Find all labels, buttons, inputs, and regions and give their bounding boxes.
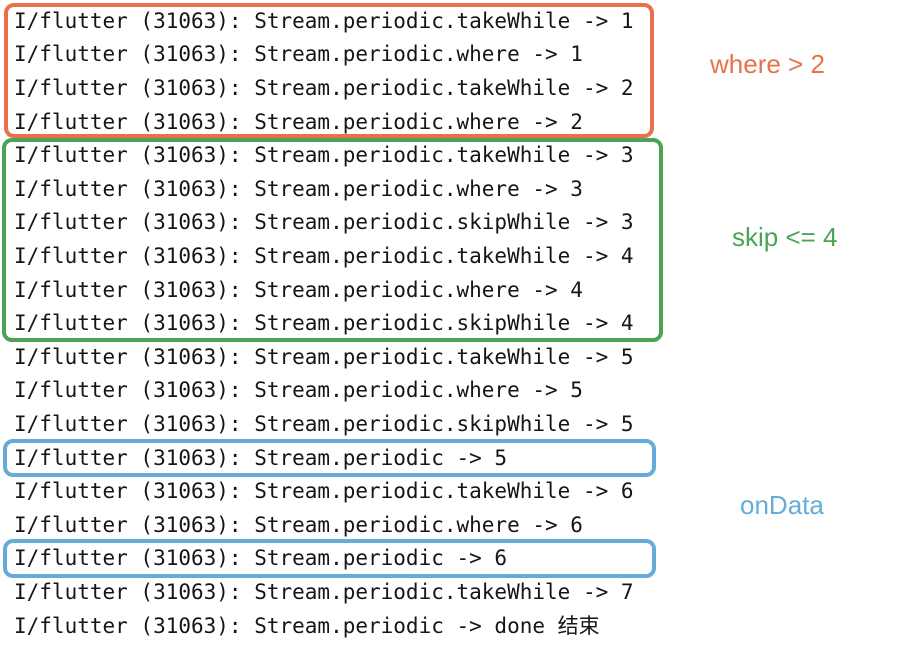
log-line: I/flutter (31063): Stream.periodic -> 6 <box>14 546 508 571</box>
log-line: I/flutter (31063): Stream.periodic.where… <box>14 277 583 302</box>
log-line: I/flutter (31063): Stream.periodic.takeW… <box>14 8 634 33</box>
annotation-where-condition: where > 2 <box>710 49 825 79</box>
log-line: I/flutter (31063): Stream.periodic.where… <box>14 378 583 403</box>
log-line: I/flutter (31063): Stream.periodic.takeW… <box>14 75 634 100</box>
log-line: I/flutter (31063): Stream.periodic.skipW… <box>14 210 634 235</box>
log-line: I/flutter (31063): Stream.periodic -> do… <box>14 614 600 639</box>
log-line: I/flutter (31063): Stream.periodic -> 5 <box>14 445 508 470</box>
log-line: I/flutter (31063): Stream.periodic.takeW… <box>14 344 634 369</box>
log-line: I/flutter (31063): Stream.periodic.where… <box>14 109 583 134</box>
log-line: I/flutter (31063): Stream.periodic.takeW… <box>14 479 634 504</box>
log-line: I/flutter (31063): Stream.periodic.where… <box>14 512 583 537</box>
annotation-ondata-label: onData <box>740 490 824 520</box>
log-line: I/flutter (31063): Stream.periodic.takeW… <box>14 579 634 604</box>
log-line: I/flutter (31063): Stream.periodic.where… <box>14 176 583 201</box>
log-line: I/flutter (31063): Stream.periodic.skipW… <box>14 411 634 436</box>
log-line: I/flutter (31063): Stream.periodic.skipW… <box>14 311 634 336</box>
log-line: I/flutter (31063): Stream.periodic.takeW… <box>14 243 634 268</box>
console-log: I/flutter (31063): Stream.periodic.takeW… <box>0 4 700 642</box>
log-line: I/flutter (31063): Stream.periodic.where… <box>14 42 583 67</box>
annotation-skip-condition: skip <= 4 <box>732 222 838 252</box>
log-line: I/flutter (31063): Stream.periodic.takeW… <box>14 143 634 168</box>
